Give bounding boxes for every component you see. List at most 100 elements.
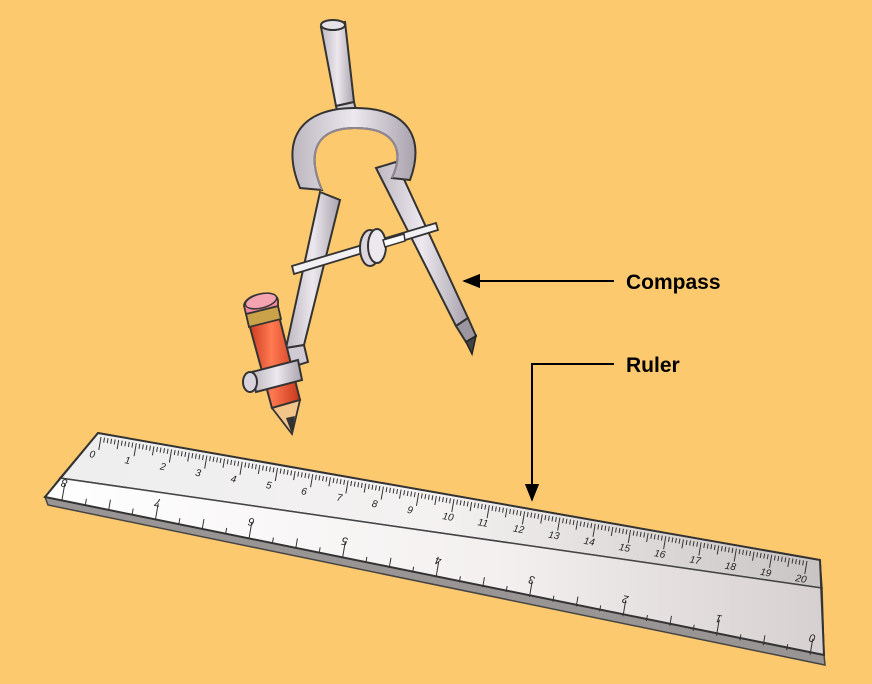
ruler-cm-tick	[731, 547, 734, 554]
ruler-cm-tick	[557, 517, 561, 531]
ruler-cm-tick	[667, 536, 670, 542]
ruler-cm-tick	[727, 547, 730, 553]
compass-handle	[319, 19, 359, 120]
ruler-cm-tick	[498, 506, 501, 513]
ruler-cm-tick	[151, 446, 155, 456]
ruler-cm-tick	[484, 504, 487, 510]
ruler-cm-tick	[219, 457, 222, 464]
ruler-cm-tick	[449, 498, 451, 504]
ruler-cm-tick	[572, 519, 575, 526]
ruler-cm-tick	[763, 553, 766, 559]
ruler-cm-label: 8	[371, 499, 379, 511]
ruler-cm-tick	[607, 526, 610, 532]
ruler-cm-tick	[216, 457, 218, 463]
ruler-inch-tick	[225, 527, 228, 534]
ruler-cm-tick	[226, 459, 229, 465]
ruler-cm-tick	[336, 478, 339, 484]
ruler-cm-tick	[237, 461, 240, 467]
ruler-cm-label: 9	[406, 505, 414, 517]
ruler-cm-tick	[646, 533, 649, 543]
ruler-cm-tick	[343, 479, 346, 485]
ruler-cm-tick	[286, 469, 289, 475]
ruler-cm-tick	[380, 486, 384, 500]
ruler-cm-tick	[353, 481, 356, 487]
ruler-cm-tick	[713, 544, 716, 550]
ruler-cm-tick	[663, 536, 667, 550]
ruler-cm-tick	[420, 493, 423, 499]
ruler-cm-tick	[283, 469, 286, 475]
ruler-cm-label: 3	[194, 468, 202, 480]
ruler-cm-tick	[103, 437, 106, 443]
ruler-cm-tick	[209, 456, 211, 462]
ruler-inch-tick	[108, 499, 111, 510]
ruler-cm-tick	[540, 514, 543, 524]
ruler-inch-label: 1	[715, 612, 723, 625]
ruler-cm-tick	[138, 443, 141, 449]
ruler-cm-tick	[198, 454, 201, 460]
ruler-cm-tick	[551, 516, 554, 522]
ruler-cm-tick	[304, 472, 307, 479]
ruler-cm-tick	[675, 537, 677, 544]
ruler-cm-tick	[424, 493, 427, 500]
ruler-cm-tick	[184, 451, 187, 457]
ruler-cm-tick	[569, 519, 571, 525]
ruler-inch-tick	[552, 595, 555, 602]
ruler-cm-label: 12	[512, 524, 525, 537]
ruler-cm-tick	[798, 559, 801, 565]
ruler-cm-tick	[166, 448, 169, 454]
ruler-cm-tick	[597, 524, 600, 530]
ruler-cm-tick	[187, 452, 190, 462]
ruler-cm-tick	[204, 455, 208, 469]
ruler-cm-tick	[300, 472, 303, 478]
ruler-cm-label: 0	[88, 449, 96, 461]
ruler-cm-tick	[98, 436, 102, 451]
ruler-cm-tick	[745, 550, 748, 556]
ruler-cm-tick	[120, 440, 123, 446]
ruler-cm-label: 15	[618, 542, 631, 555]
ruler-cm-tick	[604, 525, 607, 531]
ruler-inch-label: 0	[808, 631, 817, 644]
ruler-cm-tick	[410, 491, 413, 497]
ruler-cm-label: 17	[689, 555, 702, 568]
ruler-cm-tick	[272, 467, 275, 473]
ruler-cm-tick	[526, 511, 529, 518]
ruler-label: Ruler	[626, 354, 680, 377]
ruler-cm-tick	[149, 445, 151, 451]
ruler-cm-tick	[212, 456, 215, 462]
ruler-cm-tick	[671, 537, 674, 543]
ruler-inch-tick	[575, 596, 579, 607]
ruler-cm-tick	[385, 487, 388, 493]
ruler-inch-label: 2	[621, 592, 630, 605]
ruler-cm-tick	[565, 518, 568, 524]
ruler-inch-tick	[295, 538, 298, 549]
ruler-inch-tick	[435, 561, 440, 578]
ruler-cm-label: 4	[230, 474, 238, 486]
ruler-cm-tick	[247, 462, 250, 469]
ruler-cm-tick	[374, 485, 377, 491]
ruler-cm-label: 16	[653, 548, 666, 561]
ruler-cm-tick	[685, 539, 688, 546]
ruler-cm-tick	[716, 545, 720, 555]
ruler-cm-tick	[795, 559, 797, 565]
ruler-inch-tick	[786, 644, 789, 651]
ruler-cm-label: 18	[724, 561, 737, 574]
ruler-cm-tick	[399, 489, 402, 499]
ruler-cm-tick	[328, 477, 331, 487]
ruler-inch-tick	[342, 542, 346, 559]
ruler-cm-tick	[378, 485, 381, 492]
ruler-cm-tick	[575, 520, 579, 530]
ruler-cm-tick	[530, 512, 533, 518]
ruler-cm-tick	[627, 529, 631, 544]
ruler-cm-tick	[784, 557, 787, 563]
ruler-cm-tick	[692, 541, 695, 547]
ruler-cm-label: 2	[158, 461, 167, 473]
ruler-cm-tick	[191, 453, 194, 459]
ruler-cm-tick	[290, 470, 293, 476]
ruler-cm-tick	[698, 542, 702, 556]
ruler-cm-tick	[766, 554, 769, 560]
ruler-cm-tick	[257, 464, 261, 474]
ruler-cm-tick	[251, 463, 254, 469]
ruler-cm-tick	[254, 464, 257, 470]
ruler-cm-tick	[239, 461, 243, 475]
